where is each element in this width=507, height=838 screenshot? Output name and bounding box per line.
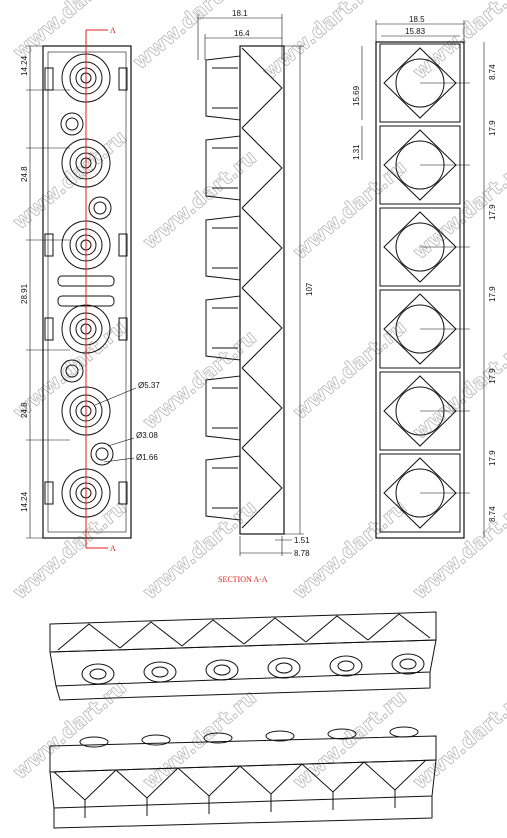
locating-pin-2 bbox=[88, 196, 112, 220]
watermark-text: www.dart.ru bbox=[138, 325, 261, 434]
pyramid-profile bbox=[241, 447, 283, 529]
front-dim-4: 24.8 bbox=[20, 402, 29, 418]
section-dim-depth: 8.78 bbox=[294, 549, 310, 558]
lens-diamond bbox=[383, 375, 457, 447]
watermark-text: www.dart.ru bbox=[138, 685, 261, 794]
watermark-text: www.dart.ru bbox=[288, 155, 411, 264]
watermark-text: www.dart.ru bbox=[8, 675, 131, 784]
back-dim-right-5: 17.9 bbox=[488, 368, 497, 384]
back-dim-right-6: 17.9 bbox=[488, 450, 497, 466]
watermark-text: www.dart.ru bbox=[288, 315, 411, 424]
back-dim-right-2: 17.9 bbox=[488, 120, 497, 136]
iso-socket bbox=[81, 663, 115, 685]
iso-pyramid bbox=[181, 619, 245, 647]
lens-diamond bbox=[383, 293, 457, 365]
section-view: 18.1 16.4 107 1.51 8.78 bbox=[197, 9, 314, 558]
locating-pin-3 bbox=[60, 359, 84, 383]
iso-pyramid bbox=[305, 615, 369, 643]
lens-pyramids bbox=[205, 47, 283, 529]
back-view: 18.5 15.83 15.69 1.31 8.74 17.9 17.9 17.… bbox=[352, 15, 497, 539]
iso-socket bbox=[389, 726, 419, 738]
iso-socket bbox=[143, 661, 177, 683]
back-dim-right-3: 17.9 bbox=[488, 204, 497, 220]
section-caption: SECTION A-A bbox=[218, 575, 268, 584]
watermark-text: www.dart.ru bbox=[258, 0, 381, 84]
iso-pyramid bbox=[243, 617, 307, 645]
iso-socket bbox=[141, 734, 171, 746]
iso-socket bbox=[391, 653, 425, 675]
lens-holder-profile bbox=[205, 455, 241, 521]
pyramid-profile bbox=[241, 127, 283, 209]
back-dim-inner: 15.83 bbox=[405, 27, 426, 36]
lens-holder-profile bbox=[205, 215, 241, 281]
lens-diamond bbox=[383, 129, 457, 201]
iso-socket bbox=[329, 655, 363, 677]
iso-pyramid bbox=[367, 613, 431, 641]
iso-socket bbox=[205, 659, 239, 681]
front-view: 14.24 24.8 28.91 24.8 14.24 bbox=[20, 26, 160, 553]
back-dim-right-7: 8.74 bbox=[488, 506, 497, 522]
iso-socket-inner bbox=[399, 658, 417, 670]
diameter-label-3: Ø1.66 bbox=[136, 453, 158, 462]
iso-pyramid bbox=[177, 765, 241, 797]
isometric-view-top bbox=[49, 611, 437, 701]
iso-socket-inner bbox=[151, 666, 169, 678]
lens-diamond bbox=[383, 47, 457, 119]
watermark-text: www.dart.ru bbox=[408, 685, 507, 794]
back-dim-right-1: 8.74 bbox=[488, 64, 497, 80]
lens-diamond bbox=[383, 457, 457, 529]
section-dim-length: 107 bbox=[305, 282, 314, 296]
front-dim-1: 14.24 bbox=[20, 55, 29, 76]
diameter-label-2: Ø3.08 bbox=[136, 431, 158, 440]
pyramid-profile bbox=[241, 287, 283, 369]
iso-socket-inner bbox=[213, 664, 231, 676]
iso-socket bbox=[79, 736, 109, 748]
iso-pyramid bbox=[119, 621, 183, 649]
lens-holder-profile bbox=[205, 295, 241, 361]
locating-pin-1 bbox=[60, 112, 84, 136]
front-dim-3: 28.91 bbox=[20, 283, 29, 304]
iso-pyramid bbox=[53, 769, 117, 801]
section-dim-inner: 16.4 bbox=[234, 29, 250, 38]
section-dim-lip: 1.51 bbox=[294, 536, 310, 545]
section-marker-top: A bbox=[110, 26, 116, 35]
pyramid-profile bbox=[241, 367, 283, 449]
lens-holder-profile bbox=[205, 55, 241, 121]
iso-socket-inner bbox=[275, 662, 293, 674]
section-marker-bottom: A bbox=[110, 544, 116, 553]
isometric-view-bottom bbox=[49, 726, 437, 829]
iso-socket bbox=[203, 732, 233, 744]
back-dim-right-4: 17.9 bbox=[488, 286, 497, 302]
back-lens-cells bbox=[379, 43, 470, 533]
watermark-text: www.dart.ru bbox=[408, 335, 507, 444]
iso-socket bbox=[267, 657, 301, 679]
lens-holder-profile bbox=[205, 135, 241, 201]
back-dim-left-1: 15.69 bbox=[352, 85, 361, 106]
back-dim-left-2: 1.31 bbox=[352, 144, 361, 160]
iso-socket-inner bbox=[337, 660, 355, 672]
front-dim-5: 14.24 bbox=[20, 491, 29, 512]
iso-pyramid bbox=[57, 623, 121, 651]
iso-socket-inner bbox=[89, 668, 107, 680]
section-dim-width: 18.1 bbox=[232, 9, 248, 18]
pyramid-profile bbox=[241, 207, 283, 289]
lens-holder-profile bbox=[205, 375, 241, 441]
iso-socket bbox=[327, 728, 357, 740]
locating-pin-4 bbox=[90, 442, 114, 466]
section-line bbox=[85, 29, 108, 549]
watermark-text: www.dart.ru bbox=[138, 495, 261, 604]
back-dim-width: 18.5 bbox=[409, 15, 425, 24]
lens-diamond bbox=[383, 211, 457, 283]
pyramid-profile bbox=[241, 47, 283, 129]
iso-socket bbox=[265, 730, 295, 742]
diameter-label-1: Ø5.37 bbox=[138, 381, 160, 390]
front-dim-2: 24.8 bbox=[20, 166, 29, 182]
watermark-text: www.dart.ru bbox=[138, 145, 261, 254]
